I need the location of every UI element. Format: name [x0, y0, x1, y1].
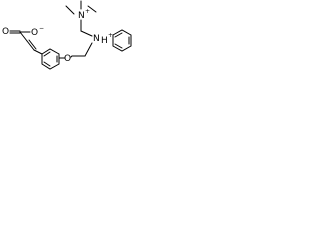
anisyl-double-3 — [43, 61, 51, 67]
pyridine-ring — [112, 29, 132, 52]
central-charge: + — [108, 32, 113, 39]
central-nitrogen: N — [93, 34, 100, 44]
alkene-bond-2b — [28, 39, 37, 50]
methyl-bond-right — [87, 5, 97, 13]
carboxylate-oxygen-double: O — [2, 27, 9, 37]
ammonium-nitrogen: N — [78, 11, 85, 21]
pyridine-double-1 — [114, 32, 123, 38]
anisyl-ring — [41, 48, 60, 70]
carboxylate-charge: − — [39, 25, 44, 32]
carboxylate-oxygen-single: O — [31, 28, 38, 38]
chain-bond-2 — [80, 30, 93, 37]
chemical-structure: N + N H + O O − O — [2, 0, 132, 70]
alkene-bond-2 — [26, 40, 35, 51]
alkene-bond-1 — [19, 31, 28, 42]
methoxy-oxygen: O — [64, 54, 71, 64]
alkene-bond-3 — [33, 49, 43, 55]
linker-bond-1 — [84, 42, 93, 57]
ammonium-charge: + — [85, 8, 90, 15]
anisyl-double-1 — [43, 51, 51, 57]
methoxy-methyl-bond — [70, 55, 73, 58]
central-hydrogen: H — [101, 36, 108, 46]
methyl-bond-left — [65, 5, 75, 15]
pyridine-double-3 — [114, 43, 123, 49]
